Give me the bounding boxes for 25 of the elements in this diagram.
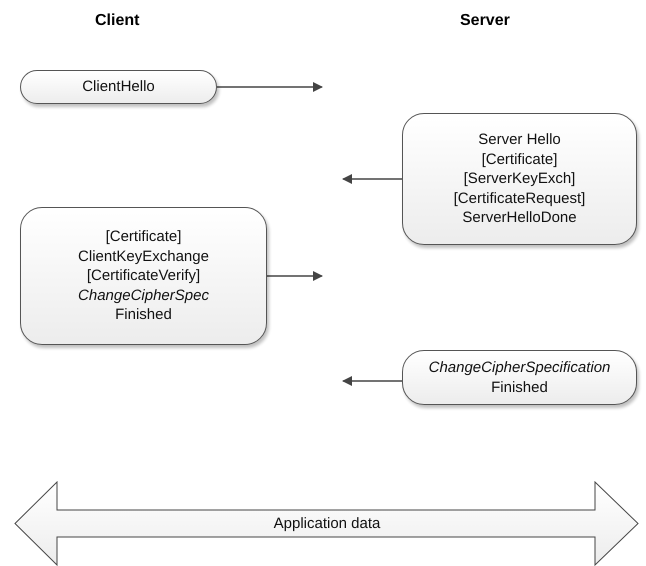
- arrow: [267, 271, 323, 281]
- message-text: Server Hello: [478, 130, 561, 150]
- message-box: [402, 350, 637, 405]
- column-heading: Server: [460, 12, 510, 30]
- arrow: [217, 82, 323, 92]
- message-text: ChangeCipherSpec: [78, 286, 209, 306]
- message-box: [20, 70, 217, 104]
- message-text: ChangeCipherSpecification: [428, 358, 610, 378]
- message-box: [20, 207, 267, 345]
- message-text: [CertificateRequest]: [454, 188, 586, 208]
- double-arrow-shape: [14, 481, 640, 566]
- arrow: [342, 174, 402, 184]
- message-box: [402, 113, 637, 245]
- arrow: [342, 376, 402, 386]
- arrow-label: Application data: [274, 514, 380, 534]
- message-text: ClientKeyExchange: [78, 246, 209, 266]
- message-text: [CertificateVerify]: [86, 266, 200, 286]
- message-text: [Certificate]: [106, 227, 182, 247]
- message-text: [ServerKeyExch]: [464, 169, 576, 189]
- message-text: Finished: [491, 378, 548, 397]
- message-text: [Certificate]: [482, 150, 558, 170]
- column-heading: Client: [95, 12, 140, 30]
- message-text: ServerHelloDone: [462, 208, 577, 228]
- message-text: Finished: [115, 305, 172, 325]
- message-text: ClientHello: [82, 77, 155, 97]
